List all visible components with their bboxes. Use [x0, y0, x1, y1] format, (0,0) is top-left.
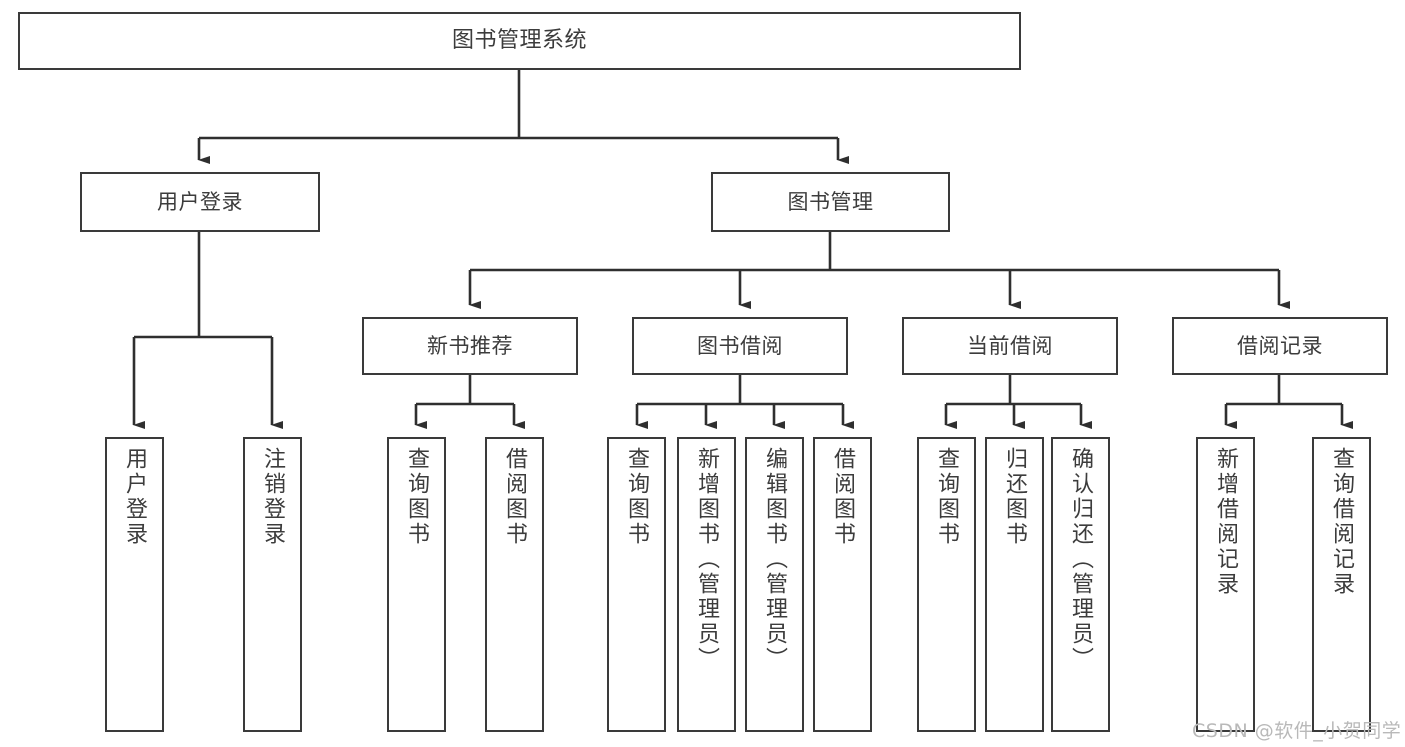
leaf-current-borrow-query-label: 查询图书: [934, 447, 960, 547]
node-root[interactable]: 图书管理系统: [18, 12, 1021, 70]
node-book-borrow[interactable]: 图书借阅: [632, 317, 848, 375]
leaf-current-borrow-return[interactable]: 归还图书: [985, 437, 1044, 732]
leaf-current-borrow-return-label: 归还图书: [1002, 447, 1028, 547]
leaf-book-borrow-edit-label: 编辑图书（管理员）: [762, 447, 788, 672]
node-user-login-label: 用户登录: [157, 189, 243, 214]
node-root-label: 图书管理系统: [451, 28, 587, 54]
leaf-borrow-record-query[interactable]: 查询借阅记录: [1312, 437, 1371, 732]
leaf-book-borrow-add-label: 新增图书（管理员）: [694, 447, 720, 672]
leaf-user-login-logout[interactable]: 注销登录: [243, 437, 302, 732]
leaf-current-borrow-query[interactable]: 查询图书: [917, 437, 976, 732]
leaf-borrow-record-add-label: 新增借阅记录: [1213, 447, 1239, 597]
leaf-book-borrow-query-label: 查询图书: [624, 447, 650, 547]
node-book-management[interactable]: 图书管理: [711, 172, 950, 232]
node-new-book-recommend-label: 新书推荐: [427, 333, 513, 358]
leaf-current-borrow-confirm-label: 确认归还（管理员）: [1068, 447, 1094, 672]
leaf-user-login-logout-label: 注销登录: [260, 447, 286, 547]
leaf-new-book-query-label: 查询图书: [404, 447, 430, 547]
node-new-book-recommend[interactable]: 新书推荐: [362, 317, 578, 375]
csdn-watermark: CSDN @软件_小贺同学: [1192, 720, 1402, 742]
node-current-borrow[interactable]: 当前借阅: [902, 317, 1118, 375]
leaf-book-borrow-borrow-label: 借阅图书: [830, 447, 856, 547]
leaf-borrow-record-query-label: 查询借阅记录: [1329, 447, 1355, 597]
leaf-new-book-query[interactable]: 查询图书: [387, 437, 446, 732]
leaf-book-borrow-add[interactable]: 新增图书（管理员）: [677, 437, 736, 732]
node-book-borrow-label: 图书借阅: [697, 333, 783, 358]
leaf-book-borrow-query[interactable]: 查询图书: [607, 437, 666, 732]
node-book-management-label: 图书管理: [787, 189, 874, 214]
leaf-book-borrow-edit[interactable]: 编辑图书（管理员）: [745, 437, 804, 732]
node-user-login[interactable]: 用户登录: [80, 172, 320, 232]
leaf-borrow-record-add[interactable]: 新增借阅记录: [1196, 437, 1255, 732]
leaf-user-login-login[interactable]: 用户登录: [105, 437, 164, 732]
node-borrow-record[interactable]: 借阅记录: [1172, 317, 1388, 375]
node-borrow-record-label: 借阅记录: [1237, 333, 1323, 358]
leaf-current-borrow-confirm[interactable]: 确认归还（管理员）: [1051, 437, 1110, 732]
node-current-borrow-label: 当前借阅: [967, 333, 1053, 358]
leaf-new-book-borrow[interactable]: 借阅图书: [485, 437, 544, 732]
leaf-user-login-login-label: 用户登录: [122, 447, 148, 547]
leaf-book-borrow-borrow[interactable]: 借阅图书: [813, 437, 872, 732]
leaf-new-book-borrow-label: 借阅图书: [502, 447, 528, 547]
